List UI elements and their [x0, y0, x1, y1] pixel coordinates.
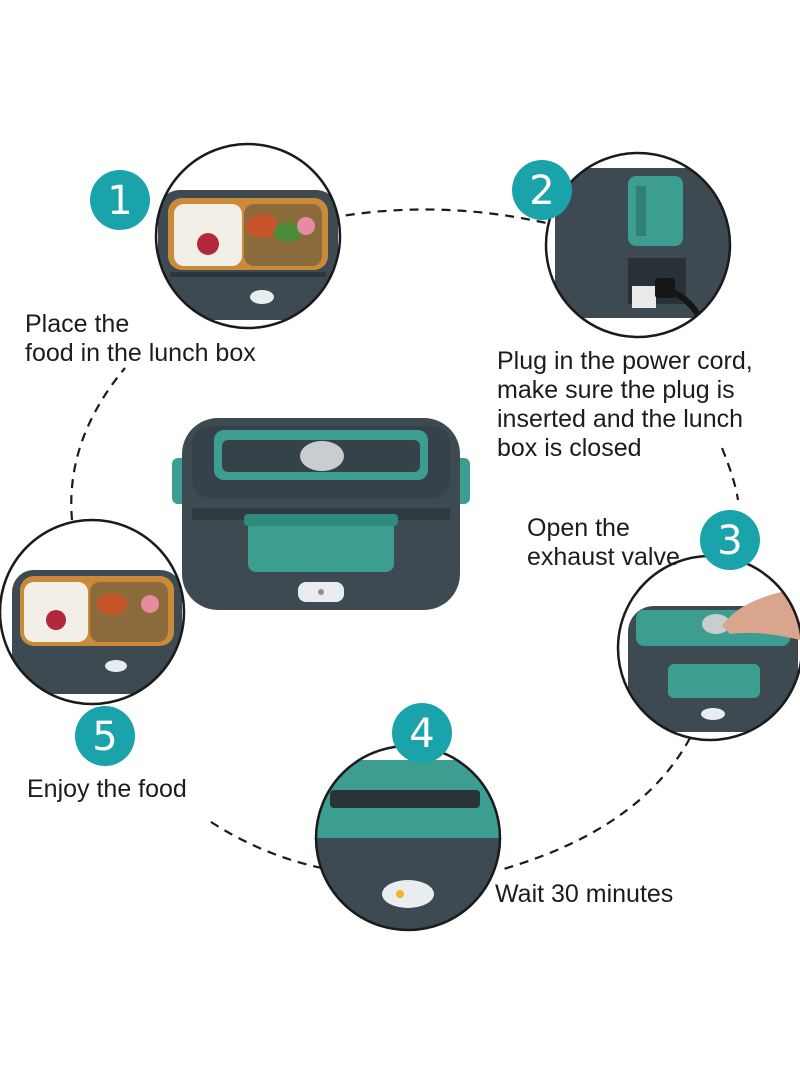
step-1-badge: 1	[90, 170, 150, 230]
step-1-photo	[154, 142, 342, 330]
step-2-number: 2	[529, 168, 554, 214]
step-2-label-line: make sure the plug is	[497, 376, 735, 404]
step-3-label-line: exhaust valve	[527, 543, 680, 571]
step-3-number: 3	[717, 518, 742, 564]
step-5-badge: 5	[75, 706, 135, 766]
step-4-badge: 4	[392, 703, 452, 763]
step-4-label-line: Wait 30 minutes	[495, 880, 674, 908]
step-1-label-line: food in the lunch box	[25, 339, 256, 367]
step-4-photo	[314, 744, 502, 932]
step-2-photo	[544, 151, 732, 339]
connector-2-3	[720, 447, 740, 501]
step-2-label-line: box is closed	[497, 434, 642, 462]
step-3-badge: 3	[700, 510, 760, 570]
step-1-label-line: Place the	[25, 310, 130, 338]
step-1-number: 1	[107, 178, 132, 224]
step-2-label-line: Plug in the power cord,	[497, 347, 753, 375]
step-2-label-line: inserted and the lunch	[497, 405, 744, 433]
step-3-photo	[616, 554, 800, 742]
step-1-label: Place the food in the lunch box	[25, 310, 256, 368]
connector-3-4	[499, 737, 691, 872]
step-2-label: Plug in the power cord, make sure the pl…	[497, 347, 753, 463]
step-5-label-line: Enjoy the food	[27, 775, 187, 803]
connector-1-2	[329, 208, 556, 227]
step-4-number: 4	[409, 711, 434, 757]
dashed-connectors	[70, 208, 740, 872]
step-2-badge: 2	[512, 160, 572, 220]
step-3-label-line: Open the	[527, 514, 630, 542]
lunch-box-center-photo	[172, 418, 470, 610]
step-4-label: Wait 30 minutes	[495, 880, 673, 909]
step-5-label: Enjoy the food	[27, 775, 187, 804]
connector-4-5	[204, 817, 323, 870]
step-3-label: Open the exhaust valve	[527, 514, 680, 572]
connector-5-1	[70, 367, 126, 521]
step-5-number: 5	[92, 714, 117, 760]
step-5-photo	[0, 518, 186, 706]
